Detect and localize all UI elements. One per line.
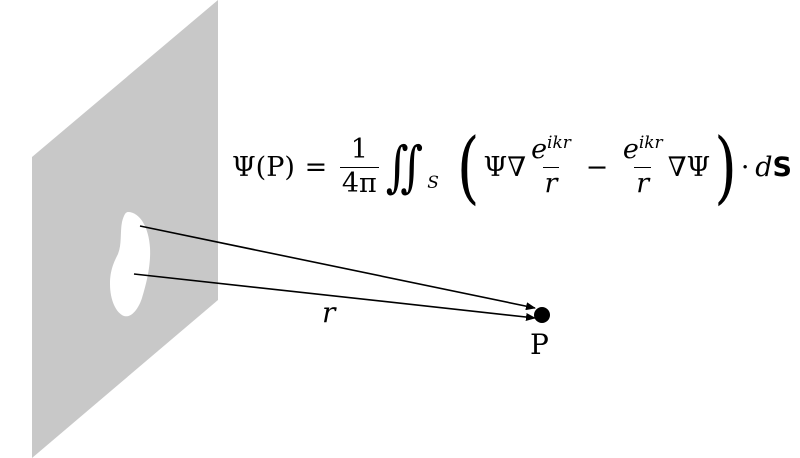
eq-ikr-2: ikr (638, 133, 663, 154)
eq-r-1: r (542, 166, 560, 199)
eq-e-1: e (531, 134, 548, 166)
eq-grad-psi: ∇Ψ (667, 151, 711, 183)
eq-coefficient: 1 4π (339, 134, 379, 199)
kirchhoff-equation: Ψ(P) = 1 4π ∬ S ( Ψ∇ eikr r − eikr r ∇Ψ … (232, 112, 792, 222)
eq-left-paren: ( (456, 121, 480, 213)
eq-minus: − (585, 151, 609, 183)
eq-double-integral: ∬ (385, 135, 424, 199)
label-p: P (530, 328, 549, 361)
aperture-hole (110, 212, 151, 317)
eq-dot: · (740, 151, 750, 183)
ray-lower (133, 273, 536, 321)
eq-coef-num: 1 (350, 134, 368, 166)
eq-s-vector: S (772, 151, 792, 183)
eq-e-2: e (622, 134, 639, 166)
eq-right-paren: ) (714, 121, 737, 213)
eq-r-2: r (634, 166, 652, 199)
eq-d: d (755, 151, 773, 183)
eq-surface: S (427, 173, 439, 193)
eq-psi-grad: Ψ∇ (483, 151, 527, 183)
eq-frac-1: eikr r (529, 133, 573, 199)
eq-coef-den: 4π (339, 166, 379, 199)
eq-equals: = (304, 151, 328, 183)
eq-ikr-1: ikr (547, 133, 571, 154)
eq-lhs: Ψ(P) (232, 151, 295, 183)
label-r: r (322, 296, 336, 329)
point-p (534, 307, 550, 323)
eq-frac-2: eikr r (621, 133, 665, 199)
ray-upper (139, 225, 536, 311)
